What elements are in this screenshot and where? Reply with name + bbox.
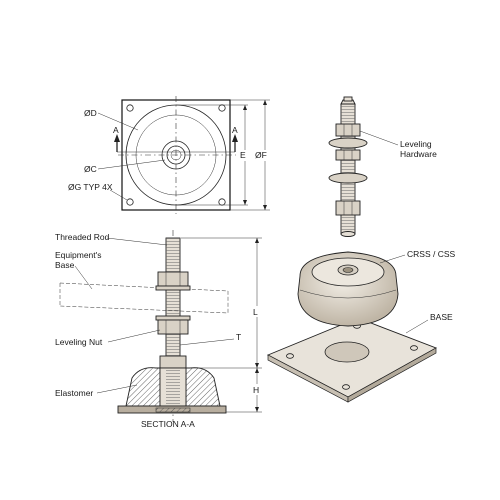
iso-base-hole	[342, 384, 350, 390]
rod-bottom	[340, 231, 356, 237]
leveling-hardware-label-2: Hardware	[400, 149, 437, 159]
upper-washer	[328, 137, 368, 149]
iso-dome-ridge	[299, 289, 397, 299]
isometric-mount-view: CRSS / CSS BASE	[266, 249, 456, 403]
dia-g-label: ØG TYP 4X	[68, 182, 113, 192]
insert-threads	[166, 368, 180, 406]
dia-d-label: ØD	[84, 108, 97, 118]
base-leader	[405, 319, 429, 334]
section-leveling-nut	[157, 319, 189, 335]
dim-arrowhead	[255, 363, 259, 368]
base-hatch	[155, 407, 191, 413]
equipment-base-leader	[74, 265, 93, 290]
section-label-right: A	[232, 125, 238, 135]
leveling-nut-label: Leveling Nut	[55, 337, 103, 347]
threaded-rod-leader	[106, 237, 168, 246]
top-view: A A ØD ØC ØG TYP 4X E ØF	[68, 96, 270, 214]
dim-l-bg	[252, 306, 262, 317]
elastomer-right	[185, 367, 221, 407]
corner-hole	[126, 104, 134, 112]
section-label-left: A	[113, 125, 119, 135]
elastomer-label: Elastomer	[55, 388, 93, 398]
elastomer-leader	[96, 384, 138, 394]
iso-dome-hole	[342, 267, 354, 273]
leveling-hardware-label-1: Leveling	[400, 139, 432, 149]
corner-hole	[126, 198, 134, 206]
section-top-nut	[157, 271, 189, 287]
dim-label-bg	[240, 150, 270, 161]
lower-washer	[328, 172, 368, 184]
threaded-rod-label: Threaded Rod	[55, 232, 110, 242]
dim-arrowhead	[243, 200, 247, 205]
lower-nut	[335, 200, 361, 216]
equipment-base-label-2: Base	[55, 260, 75, 270]
leveling-hardware-leader	[359, 130, 399, 146]
dim-t-leader	[179, 338, 235, 346]
dim-arrowhead	[255, 407, 259, 412]
corner-hole	[218, 198, 226, 206]
leveling-nut-leader	[107, 329, 161, 343]
elastomer-left	[125, 367, 161, 407]
corner-hole	[218, 104, 226, 112]
middle-nut	[335, 149, 361, 161]
dim-e-label: E	[240, 150, 246, 160]
dia-c-leader	[97, 159, 166, 170]
dim-t-label: T	[236, 332, 241, 342]
section-arrowhead-right	[232, 134, 238, 142]
dia-c-label: ØC	[84, 164, 97, 174]
dia-g-leader	[109, 189, 128, 201]
dim-f-label: ØF	[255, 150, 267, 160]
section-title: SECTION A-A	[141, 419, 195, 429]
upper-nut	[335, 123, 361, 137]
section-bottom-washer	[155, 315, 191, 321]
dim-arrowhead	[243, 105, 247, 110]
iso-base-plate-side	[347, 347, 437, 403]
iso-base-hole	[410, 345, 418, 351]
section-top-washer	[155, 285, 191, 291]
section-arrowhead-left	[114, 134, 120, 142]
dia-d-leader	[97, 112, 139, 131]
dim-arrowhead	[255, 238, 259, 243]
leveling-hardware-view: Leveling Hardware	[328, 96, 437, 237]
dim-arrowhead	[263, 100, 267, 105]
iso-base-boss	[324, 341, 370, 363]
section-jam-nut	[159, 355, 187, 369]
crss-leader	[379, 254, 406, 264]
equipment-base-label-1: Equipment's	[55, 250, 102, 260]
section-view: Threaded Rod Equipment's Base Leveling N…	[55, 230, 262, 429]
dim-h-label: H	[253, 385, 259, 395]
iso-base-hole	[286, 353, 294, 359]
crss-css-label: CRSS / CSS	[407, 249, 456, 259]
base-label: BASE	[430, 312, 453, 322]
dim-arrowhead	[255, 368, 259, 373]
dim-h-bg	[252, 384, 262, 395]
equipment-base-outline	[59, 282, 229, 314]
dim-l-label: L	[253, 307, 258, 317]
rod-slot	[343, 96, 353, 102]
dim-arrowhead	[263, 205, 267, 210]
